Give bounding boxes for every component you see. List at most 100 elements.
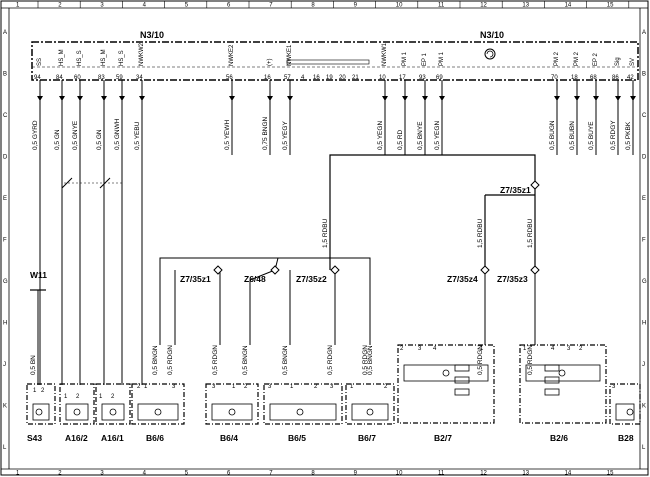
connector-pin-number: 3 [567,346,571,352]
pin-number: 60 [74,75,81,81]
wire-label: 0,5 BUYE [588,121,595,150]
component-box [519,344,607,424]
row-label: B [3,72,7,78]
column-label: 12 [480,471,487,477]
pin-name: HS_S [119,50,125,66]
column-label: 4 [143,471,147,477]
pin-number: 18 [571,75,578,81]
column-label: 2 [58,3,62,9]
pin-name: Sig [615,57,621,66]
pin-number: 17 [399,75,406,81]
component-box [131,383,185,425]
sensor-icon [109,408,117,416]
sensor-icon [228,408,236,416]
pin-number: 68 [590,75,597,81]
column-label: 10 [396,471,403,477]
connector-pin-number: 2 [314,384,318,390]
wire-label: 0,5 PKBK [625,121,632,150]
column-label: 3 [100,471,104,477]
power-wire-label: 1,5 RDBU [527,218,534,248]
connector-pin-number: 3 [418,346,422,352]
connector-pin-number: 1 [290,384,294,390]
component-body [403,364,489,382]
component-body [351,403,389,421]
lower-wire-label: 0,5 BNGN [152,345,159,375]
pin-name: HS_M [59,49,65,66]
row-label: D [3,155,8,161]
connector-pin-number: 1 [144,384,148,390]
column-label: 5 [185,471,189,477]
lower-wire-label: 0,5 RDGN [327,345,334,375]
pin-number: 59 [116,75,123,81]
wire-label: 0,75 BNGN [262,116,269,150]
connector-pin-number: 2 [41,388,45,394]
sensor-icon [442,369,450,377]
column-label: 9 [354,471,358,477]
connector-pin-number: 2 [111,394,115,400]
pin-number: 42 [627,75,634,81]
wire-label: 0,5 RDGY [610,120,617,150]
column-label: 6 [227,471,231,477]
wire-label: 0,5 YEGN [377,121,384,150]
lower-wire-label: 0,5 BNGN [367,345,374,375]
column-label: 5 [185,3,189,9]
splice-node-icon [480,265,490,275]
component-box [95,383,131,425]
resistor-icon [454,388,470,396]
wire-label: 0,5 GN [96,129,103,150]
wire-label: 0,5 GYRD [32,120,39,150]
column-label: 1 [16,471,20,477]
pin-number: 69 [436,75,443,81]
ground-label-w11: W11 [30,270,47,280]
component-body [137,403,179,421]
lower-wire-label: 0,5 BNGN [282,345,289,375]
wire-label: 0,5 BNYE [417,121,424,150]
connector-pin-number: 3 [212,384,216,390]
connector-pin-number: 1 [523,346,527,352]
component-label: B6/5 [288,433,306,443]
wire-label: 0,5 YEWH [224,119,231,150]
wire-label: 0,5 BUBN [569,121,576,150]
internal-bus-symbol [286,59,370,65]
row-label: E [3,196,7,202]
power-wire-label: 1,5 RDBU [322,218,329,248]
resistor-icon [544,388,560,396]
connector-arrow-icon [119,96,125,101]
component-body [211,403,253,421]
component-label: B6/4 [220,433,238,443]
pin-name: (+) [267,58,273,66]
pin-name: EP 1 [422,52,428,66]
pin-number: 93 [419,75,426,81]
component-body [525,364,601,382]
connector-pin-number: 4 [551,346,555,352]
splice-label: Z7/35z1 [180,274,211,284]
row-label: K [642,404,646,410]
splice-node-icon [213,265,223,275]
wire-label: 0,5 GN [54,129,61,150]
row-label: E [642,196,646,202]
wire-label: 0,5 YEGN [434,121,441,150]
column-label: 8 [311,471,315,477]
module-title-right: N3/10 [480,30,504,40]
component-box [205,383,259,425]
connector-pin-number: 2 [137,384,141,390]
resistor-icon [544,364,560,372]
splice-node-icon [530,265,540,275]
component-box [609,383,641,425]
row-label: G [3,279,8,285]
splice-label: Z7/35z1 [500,185,531,195]
row-label: C [3,113,8,119]
row-label: J [3,362,6,368]
column-label: 11 [438,471,445,477]
component-label: B6/6 [146,433,164,443]
component-box [345,383,395,425]
column-label: 7 [269,471,273,477]
column-label: 1 [16,3,20,9]
splice-node-icon [330,265,340,275]
connector-arrow-icon [59,96,65,101]
pin-name: SS [37,58,43,66]
splice-label: Z7/35z2 [296,274,327,284]
connector-arrow-icon [402,96,408,101]
